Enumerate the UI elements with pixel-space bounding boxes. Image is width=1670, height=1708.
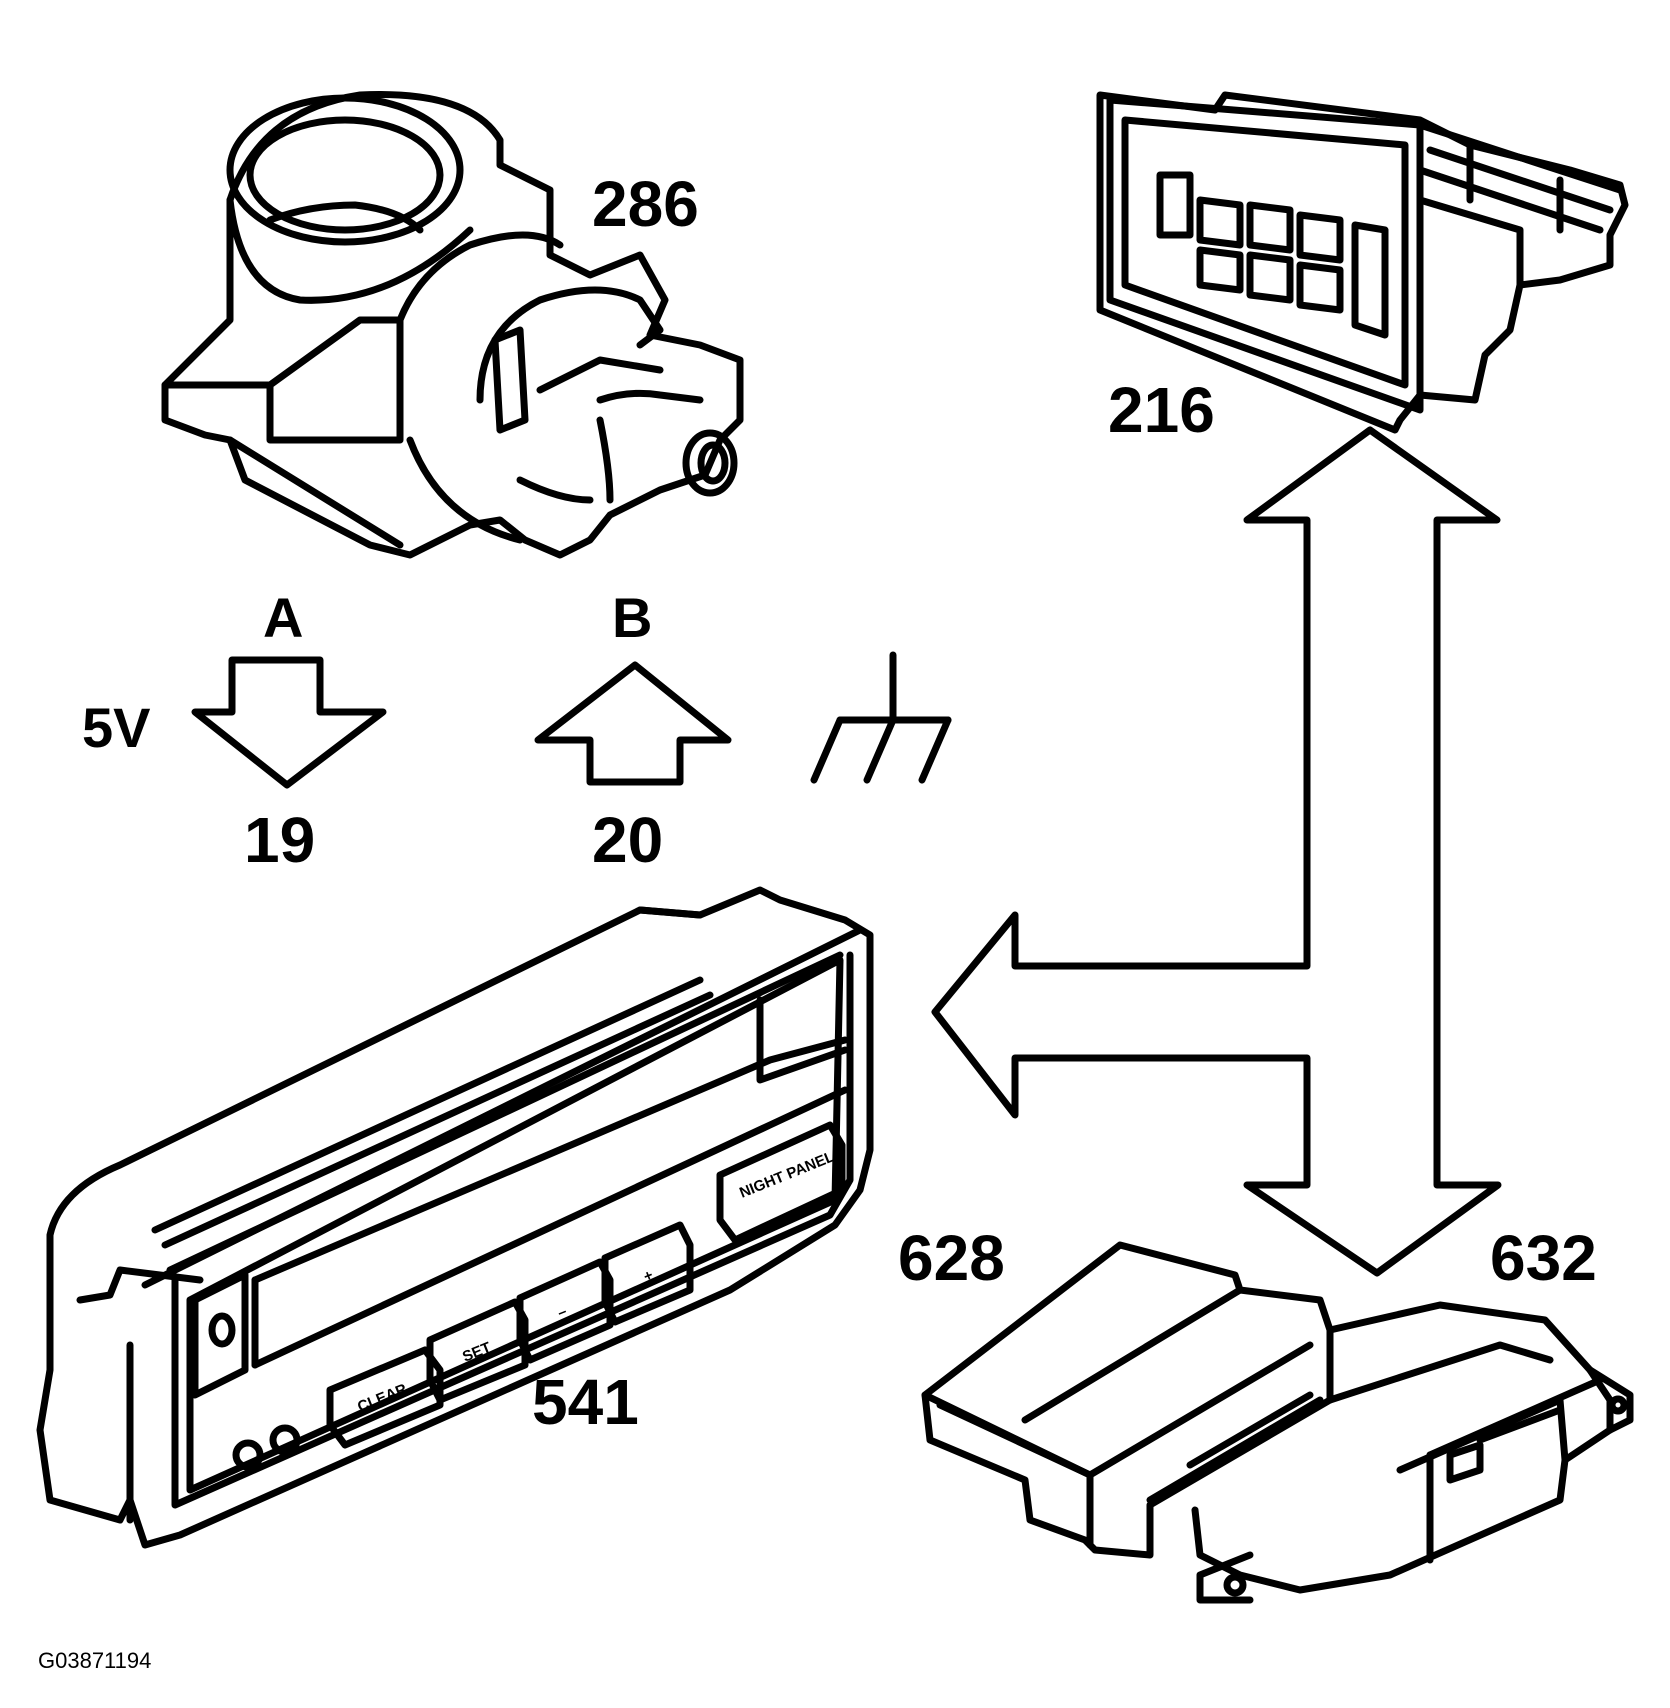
label-628: 628 (898, 1222, 1005, 1294)
data-bus-arrow (931, 426, 1502, 1277)
label-b: B (612, 586, 653, 649)
ground-symbol (810, 651, 952, 784)
label-a: A (263, 586, 304, 649)
label-pin-19: 19 (244, 804, 316, 876)
figure-id: G03871194 (38, 1648, 152, 1673)
label-286: 286 (592, 168, 699, 240)
cruise-panel-541-illustration (36, 886, 874, 1549)
label-216: 216 (1108, 374, 1215, 446)
label-541: 541 (532, 1366, 639, 1438)
throttle-body-286-illustration (161, 91, 744, 559)
night-panel-button-shape (716, 1121, 846, 1244)
minus-button-shape (516, 1258, 614, 1364)
label-pin-20: 20 (592, 804, 664, 876)
clear-button-shape (326, 1346, 444, 1449)
signal-arrows (191, 651, 952, 789)
minus-button-label: – (555, 1303, 569, 1322)
label-5v: 5V (82, 696, 151, 759)
ecm-216-illustration (1096, 91, 1629, 434)
plus-button-shape (601, 1221, 694, 1326)
arrow-a-down (191, 656, 387, 789)
night-panel-button-label: NIGHT PANEL (737, 1148, 837, 1201)
modules-628-632-illustration (921, 1241, 1634, 1604)
arrow-b-up (534, 661, 732, 786)
label-632: 632 (1490, 1222, 1597, 1294)
set-button-shape (426, 1298, 529, 1404)
